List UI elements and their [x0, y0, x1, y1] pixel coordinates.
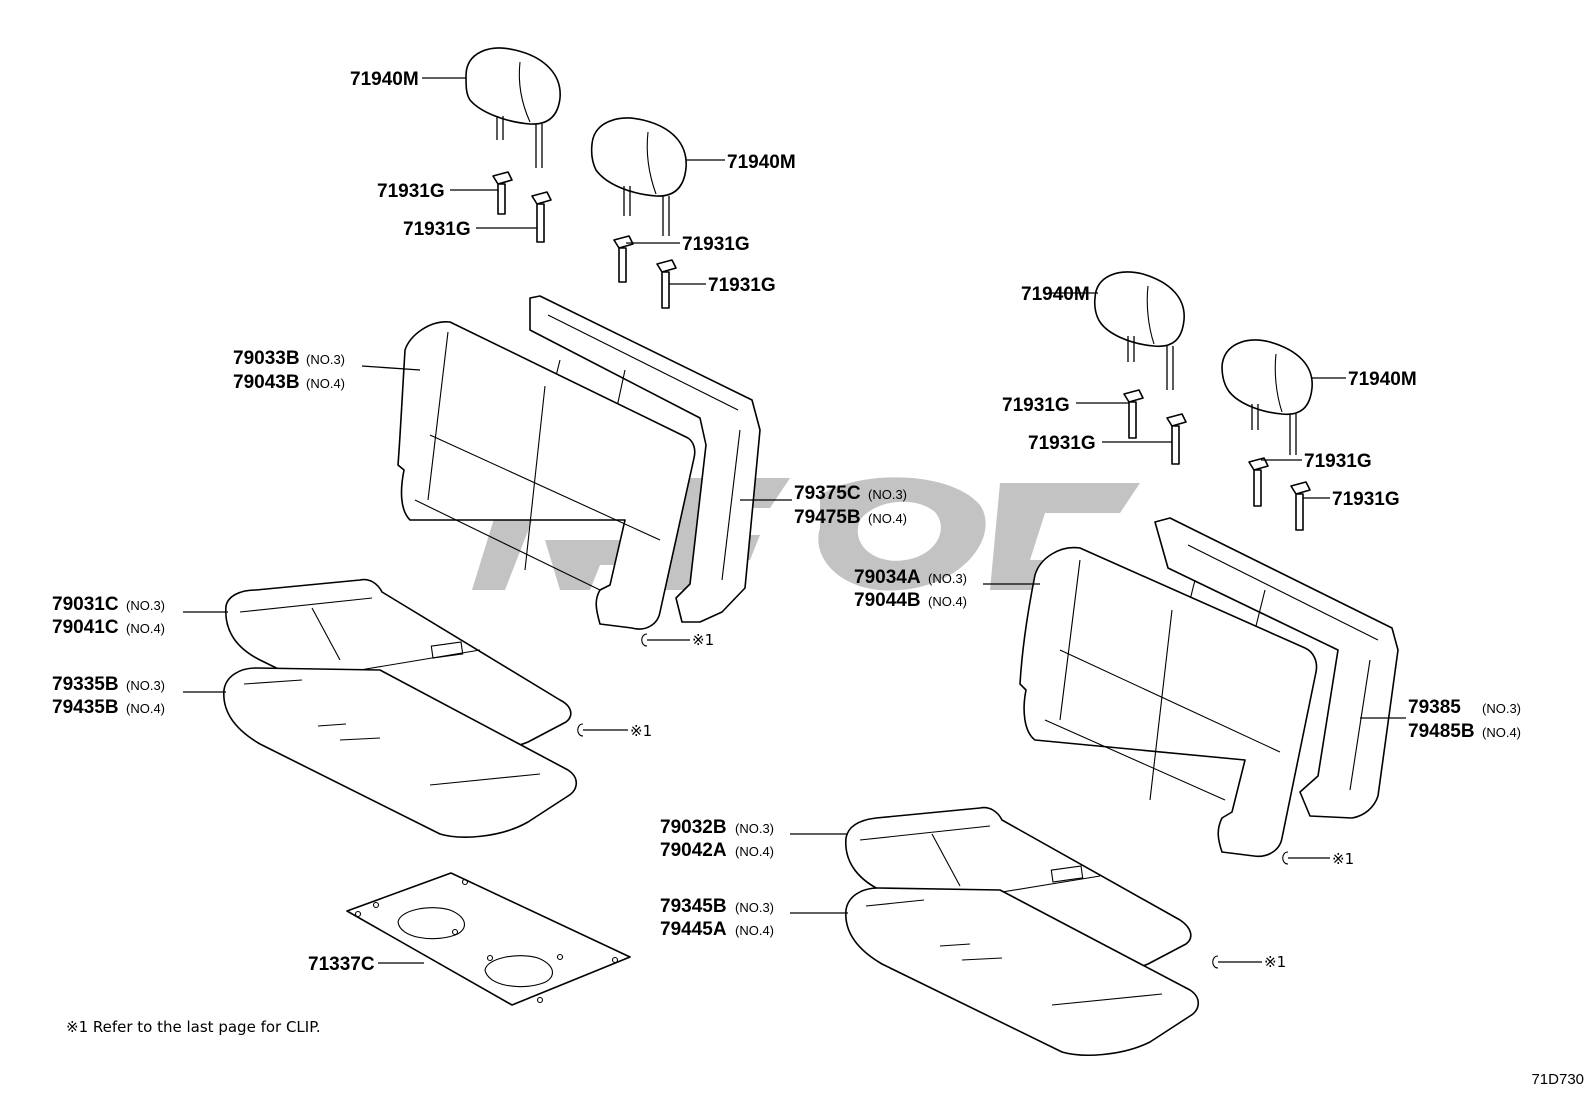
- cushion-pad-left: [223, 667, 578, 838]
- label-rcush-pad-no3: 79345B: [660, 896, 727, 917]
- label-rback-cover-no3: 79034A: [854, 567, 921, 588]
- clip-symbol-3: [1282, 851, 1330, 865]
- label-support-7: 71931G: [1304, 451, 1372, 472]
- label-support-3: 71931G: [682, 234, 750, 255]
- support-left-4: [656, 259, 677, 309]
- clip-symbol-4: [1212, 955, 1262, 969]
- label-rback-pad-no3: 79385: [1408, 697, 1461, 718]
- headrest-right-1: [1093, 271, 1185, 390]
- qual-lback-pad-no3: (NO.3): [868, 487, 907, 502]
- support-left-2: [531, 191, 552, 243]
- support-left-1: [492, 171, 513, 215]
- clip-symbol-1: [641, 633, 690, 647]
- label-lback-pad-no3: 79375C: [794, 483, 861, 504]
- label-lcush-cover-no3: 79031C: [52, 594, 119, 615]
- label-lback-cover-no4: 79043B: [233, 372, 300, 393]
- label-lcush-cover-no4: 79041C: [52, 617, 119, 638]
- seatback-right: [1019, 517, 1399, 858]
- label-headrest-left-1: 71940M: [350, 69, 419, 90]
- label-rback-cover-no4: 79044B: [854, 590, 921, 611]
- support-left-3: [613, 235, 634, 283]
- support-right-3: [1248, 457, 1269, 507]
- qual-lback-cover-no4: (NO.4): [306, 376, 345, 391]
- label-headrest-right-1: 71940M: [1021, 284, 1090, 305]
- qual-lcush-cover-no4: (NO.4): [126, 621, 165, 636]
- seatback-left: [397, 295, 761, 630]
- qual-rcush-cover-no3: (NO.3): [735, 821, 774, 836]
- label-plate: 71337C: [308, 954, 375, 975]
- label-support-1: 71931G: [377, 181, 445, 202]
- label-lcush-pad-no4: 79435B: [52, 697, 119, 718]
- label-rback-pad-no4: 79485B: [1408, 721, 1475, 742]
- plate-71337c: [346, 872, 631, 1006]
- drawing-code: 71D730: [1531, 1071, 1584, 1088]
- leader-lines: [183, 77, 1406, 964]
- label-support-6: 71931G: [1028, 433, 1096, 454]
- qual-lback-cover-no3: (NO.3): [306, 352, 345, 367]
- qual-rcush-pad-no3: (NO.3): [735, 900, 774, 915]
- clip-label-2: ※1: [630, 722, 652, 740]
- qual-rcush-cover-no4: (NO.4): [735, 844, 774, 859]
- qual-rback-pad-no3: (NO.3): [1482, 701, 1521, 716]
- headrest-left-2: [590, 117, 687, 236]
- footnote-text: ※1 Refer to the last page for CLIP.: [66, 1018, 321, 1036]
- qual-lcush-pad-no4: (NO.4): [126, 701, 165, 716]
- label-support-8: 71931G: [1332, 489, 1400, 510]
- qual-rback-cover-no3: (NO.3): [928, 571, 967, 586]
- qual-lcush-cover-no3: (NO.3): [126, 598, 165, 613]
- clip-label-3: ※1: [1332, 850, 1354, 868]
- qual-lback-pad-no4: (NO.4): [868, 511, 907, 526]
- clip-label-1: ※1: [692, 631, 714, 649]
- qual-lcush-pad-no3: (NO.3): [126, 678, 165, 693]
- support-right-4: [1290, 481, 1311, 531]
- label-lback-pad-no4: 79475B: [794, 507, 861, 528]
- headrest-left-1: [465, 47, 561, 168]
- label-lback-cover-no3: 79033B: [233, 348, 300, 369]
- support-right-1: [1123, 389, 1144, 439]
- headrest-right-2: [1221, 339, 1313, 455]
- clip-label-4: ※1: [1264, 953, 1286, 971]
- label-rcush-cover-no3: 79032B: [660, 817, 727, 838]
- qual-rcush-pad-no4: (NO.4): [735, 923, 774, 938]
- qual-rback-pad-no4: (NO.4): [1482, 725, 1521, 740]
- label-lcush-pad-no3: 79335B: [52, 674, 119, 695]
- label-rcush-pad-no4: 79445A: [660, 919, 727, 940]
- cushion-cover-left: [225, 578, 572, 751]
- label-headrest-right-2: 71940M: [1348, 369, 1417, 390]
- label-support-4: 71931G: [708, 275, 776, 296]
- label-support-2: 71931G: [403, 219, 471, 240]
- support-right-2: [1166, 413, 1187, 465]
- clip-symbol-2: [577, 723, 628, 737]
- label-rcush-cover-no4: 79042A: [660, 840, 727, 861]
- label-support-5: 71931G: [1002, 395, 1070, 416]
- qual-rback-cover-no4: (NO.4): [928, 594, 967, 609]
- cushion-pad-right: [845, 887, 1200, 1056]
- label-headrest-left-2: 71940M: [727, 152, 796, 173]
